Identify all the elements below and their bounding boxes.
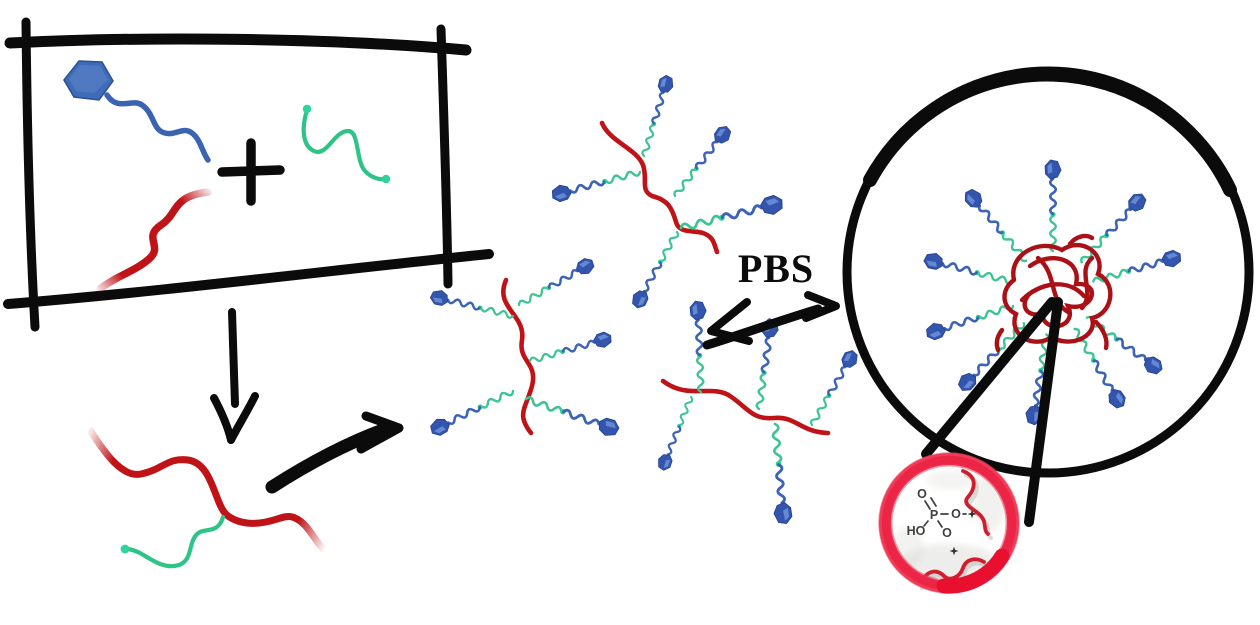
polymer-arm bbox=[635, 72, 677, 160]
polymer-arm bbox=[514, 254, 599, 313]
inset-polymer-chain bbox=[961, 469, 990, 536]
box-frame-top bbox=[4, 33, 472, 56]
green-end-dot bbox=[302, 104, 312, 114]
plus-icon bbox=[217, 138, 285, 206]
pbs-label: PBS bbox=[738, 246, 814, 291]
box-frame bbox=[3, 17, 494, 332]
oxygen-label: O bbox=[942, 526, 952, 540]
graft-side-chain bbox=[123, 514, 226, 569]
polymer-arm bbox=[654, 393, 699, 474]
inset-polymer-chain bbox=[918, 557, 986, 586]
polymer-arm bbox=[526, 329, 615, 370]
green-end-dot bbox=[381, 174, 391, 184]
red-polymer bbox=[96, 188, 212, 293]
phosphorus-label: P bbox=[930, 508, 938, 522]
green-polymer bbox=[301, 104, 391, 184]
star-backbone bbox=[599, 120, 720, 255]
micelle bbox=[921, 158, 1185, 427]
polymer-arm bbox=[804, 346, 862, 430]
blue-polymer-tail bbox=[104, 92, 211, 163]
inset-ring bbox=[878, 452, 1020, 594]
polymer-arm bbox=[627, 227, 685, 312]
star-copolymer bbox=[654, 299, 862, 526]
polymer-arm bbox=[548, 162, 644, 205]
green-polymer-chain bbox=[301, 107, 389, 182]
arrow-down-icon bbox=[210, 308, 259, 444]
star-backbone bbox=[660, 378, 831, 436]
blue-polymer bbox=[63, 60, 211, 163]
phosphate-structure: O P HO O O bbox=[907, 487, 977, 556]
green-end-dot bbox=[120, 544, 130, 554]
oxygen-label: O bbox=[951, 507, 961, 521]
star-copolymer bbox=[548, 72, 787, 312]
assembly-circle-outline-thick bbox=[863, 67, 1237, 197]
magnifier-callout bbox=[921, 297, 1063, 527]
graft-backbone bbox=[86, 426, 327, 553]
oxygen-label: O bbox=[917, 487, 927, 501]
polymer-arm bbox=[521, 389, 623, 441]
polymer-head-facet bbox=[69, 65, 108, 93]
inset-ring-solid-arc bbox=[936, 548, 1010, 594]
pbs-arrow-icon bbox=[702, 291, 840, 350]
hydroxyl-label: HO bbox=[907, 524, 926, 538]
box-frame-right bbox=[436, 24, 453, 289]
phosphate-inset: O P HO O O bbox=[878, 452, 1020, 594]
box-frame-left bbox=[21, 17, 40, 332]
polymer-arm bbox=[764, 421, 794, 526]
polymer-arm bbox=[426, 382, 518, 440]
monomer-box bbox=[3, 17, 494, 332]
star-backbone bbox=[501, 277, 536, 436]
magnifier-callout-line bbox=[1024, 297, 1063, 527]
box-frame-bottom bbox=[3, 249, 494, 309]
arrow-up-right-icon bbox=[265, 411, 404, 494]
graft-copolymer bbox=[86, 426, 327, 569]
micelle-core bbox=[994, 233, 1113, 353]
magnifier-callout-line bbox=[921, 297, 1057, 459]
star-copolymer bbox=[426, 254, 623, 441]
polymer-arm bbox=[667, 121, 736, 202]
